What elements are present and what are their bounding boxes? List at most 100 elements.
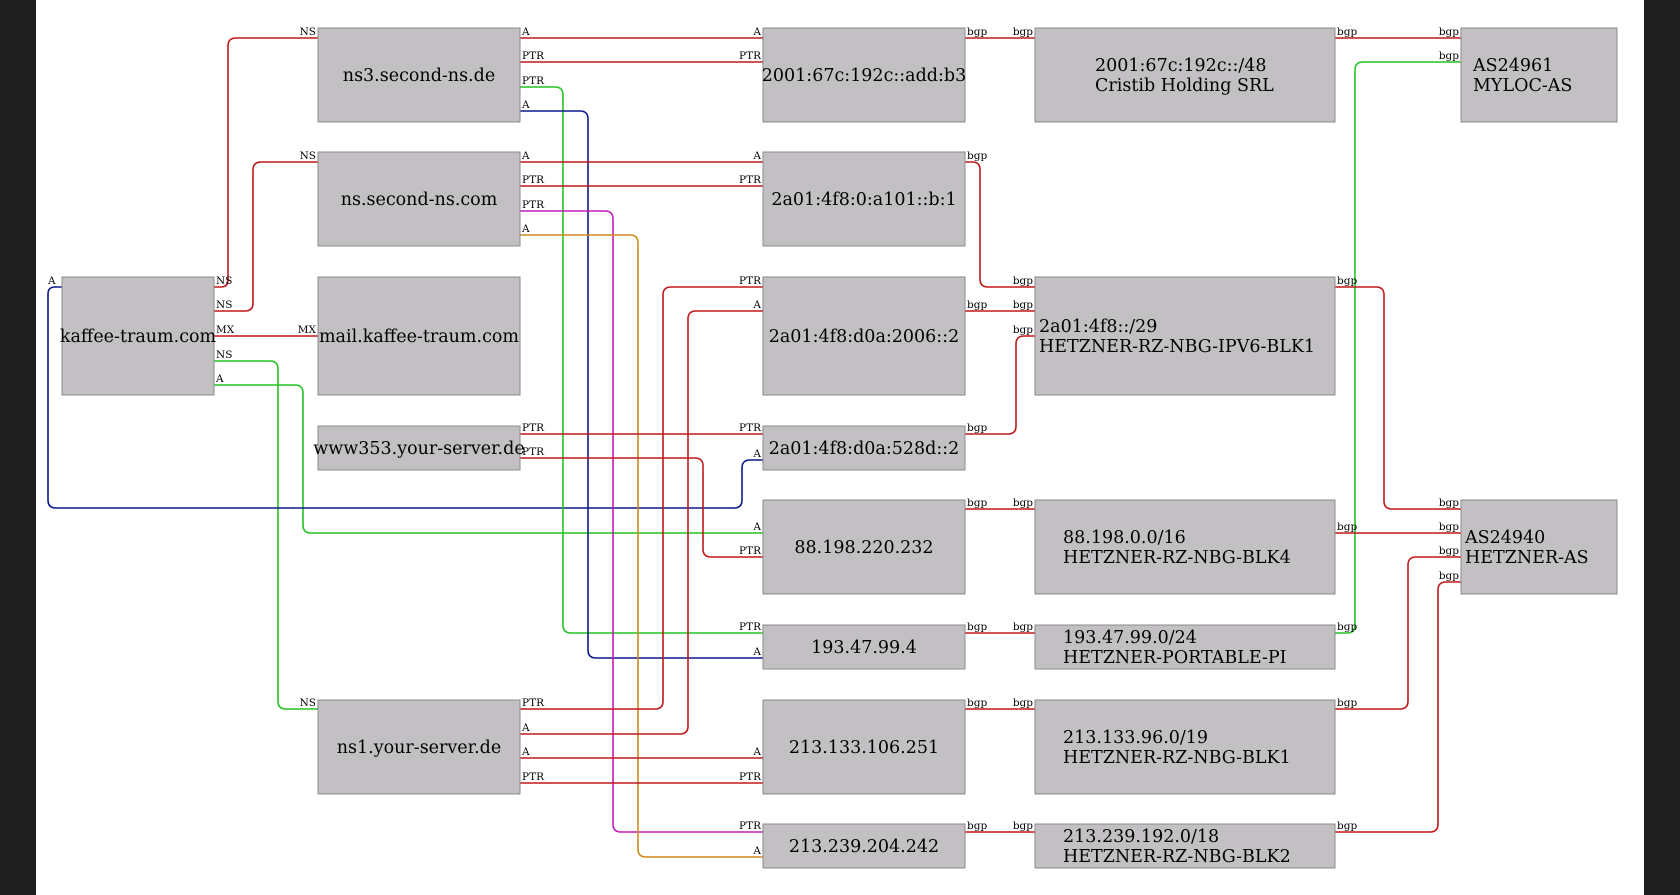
node-label: 2001:67c:192c::add:b3 xyxy=(762,66,966,86)
edge-label-start: A xyxy=(47,275,56,287)
node-label: 213.133.96.0/19 xyxy=(1063,728,1208,748)
edge-label-start: NS xyxy=(216,299,232,311)
edge-label-end: bgp xyxy=(1013,26,1033,38)
node-ip-add-b3[interactable]: 2001:67c:192c::add:b3 xyxy=(762,27,966,123)
edge-15 xyxy=(520,457,763,558)
edge-5 xyxy=(47,286,763,509)
edge-label-start: bgp xyxy=(967,697,987,709)
edge-label-end: A xyxy=(752,521,761,533)
edge-label-start: bgp xyxy=(967,497,987,509)
node-ns1[interactable]: ns1.your-server.de xyxy=(317,699,521,795)
edge-label-start: MX xyxy=(216,324,235,336)
nodes-layer: kaffee-traum.com ns3.second-ns.de ns.secon… xyxy=(60,27,1618,869)
edge-label-end: A xyxy=(752,448,761,460)
edge-label-end: MX xyxy=(298,324,317,336)
edge-label-start: A xyxy=(521,223,530,235)
edge-label-start: bgp xyxy=(1337,820,1357,832)
node-ip-a101[interactable]: 2a01:4f8:0:a101::b:1 xyxy=(762,151,966,247)
edge-label-end: bgp xyxy=(1013,275,1033,287)
node-ns3[interactable]: ns3.second-ns.de xyxy=(317,27,521,123)
node-mail[interactable]: mail.kaffee-traum.com xyxy=(317,276,521,396)
node-www353[interactable]: www353.your-server.de xyxy=(313,425,525,471)
node-ip-193[interactable]: 193.47.99.4 xyxy=(762,624,966,670)
edge-0 xyxy=(214,37,318,288)
edge-label-start: PTR xyxy=(522,50,545,62)
edge-label-start: bgp xyxy=(967,299,987,311)
edge-label-end: bgp xyxy=(1013,299,1033,311)
edge-label-end: NS xyxy=(300,26,316,38)
edge-label-end: PTR xyxy=(739,621,762,633)
edge-30 xyxy=(1335,286,1461,510)
node-label: HETZNER-RZ-NBG-BLK2 xyxy=(1063,847,1291,867)
node-kaffee[interactable]: kaffee-traum.com xyxy=(60,276,217,396)
edge-label-end: bgp xyxy=(1439,570,1459,582)
node-label: HETZNER-RZ-NBG-IPV6-BLK1 xyxy=(1039,337,1315,357)
edge-label-start: A xyxy=(521,26,530,38)
edge-label-start: A xyxy=(521,722,530,734)
edges-layer xyxy=(47,37,1461,858)
edge-label-end: PTR xyxy=(739,174,762,186)
edge-label-start: PTR xyxy=(522,697,545,709)
edge-label-start: bgp xyxy=(1337,521,1357,533)
node-ip-88[interactable]: 88.198.220.232 xyxy=(762,499,966,595)
edge-label-end: PTR xyxy=(739,50,762,62)
edge-label-end: bgp xyxy=(1013,697,1033,709)
node-label: ns.second-ns.com xyxy=(341,190,498,210)
edge-label-start: A xyxy=(215,373,224,385)
node-label: HETZNER-AS xyxy=(1465,548,1589,568)
node-label: 2a01:4f8:d0a:528d::2 xyxy=(769,439,960,459)
edge-label-start: PTR xyxy=(522,422,545,434)
node-label: HETZNER-RZ-NBG-BLK4 xyxy=(1063,548,1291,568)
edge-label-start: bgp xyxy=(1337,26,1357,38)
node-label: 213.239.204.242 xyxy=(789,837,939,857)
edge-label-end: bgp xyxy=(1439,545,1459,557)
edge-label-end: PTR xyxy=(739,275,762,287)
node-label: HETZNER-PORTABLE-PI xyxy=(1063,648,1287,668)
node-ip-213-239[interactable]: 213.239.204.242 xyxy=(762,823,966,869)
edge-label-end: A xyxy=(752,746,761,758)
node-ip-213-133[interactable]: 213.133.106.251 xyxy=(762,699,966,795)
node-label: www353.your-server.de xyxy=(313,439,524,459)
node-label: ns1.your-server.de xyxy=(337,738,501,758)
edge-label-end: PTR xyxy=(739,820,762,832)
edge-label-end: bgp xyxy=(1439,497,1459,509)
node-label: 2a01:4f8:d0a:2006::2 xyxy=(769,327,960,347)
edge-8 xyxy=(520,86,763,634)
edge-label-start: bgp xyxy=(967,26,987,38)
edge-label-end: bgp xyxy=(1013,497,1033,509)
edge-9 xyxy=(520,110,763,659)
edge-label-end: PTR xyxy=(739,422,762,434)
edge-label-start: bgp xyxy=(1337,621,1357,633)
edge-label-end: bgp xyxy=(1013,324,1033,336)
edge-label-start: PTR xyxy=(522,446,545,458)
edge-label-start: bgp xyxy=(967,150,987,162)
edge-label-end: NS xyxy=(300,150,316,162)
node-label: 2a01:4f8:0:a101::b:1 xyxy=(771,190,956,210)
node-ip-528d[interactable]: 2a01:4f8:d0a:528d::2 xyxy=(762,425,966,471)
edge-label-end: A xyxy=(752,26,761,38)
node-label: ns3.second-ns.de xyxy=(343,66,495,86)
node-label: MYLOC-AS xyxy=(1473,76,1572,96)
edge-16 xyxy=(520,286,763,710)
node-label: mail.kaffee-traum.com xyxy=(319,327,519,347)
edge-label-end: bgp xyxy=(1439,26,1459,38)
edge-label-start: bgp xyxy=(967,820,987,832)
edge-label-end: bgp xyxy=(1013,621,1033,633)
edge-label-end: A xyxy=(752,646,761,658)
edge-label-start: PTR xyxy=(522,771,545,783)
node-ip-2006[interactable]: 2a01:4f8:d0a:2006::2 xyxy=(762,276,966,396)
edge-label-end: bgp xyxy=(1439,521,1459,533)
node-label: AS24961 xyxy=(1472,56,1553,76)
edge-label-start: PTR xyxy=(522,199,545,211)
node-ns[interactable]: ns.second-ns.com xyxy=(317,151,521,247)
